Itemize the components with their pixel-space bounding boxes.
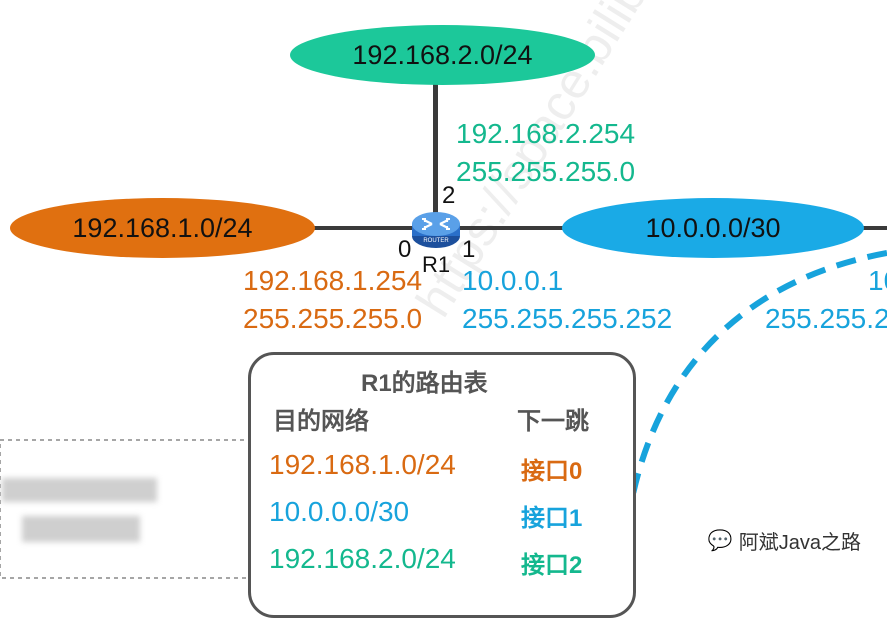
router-name: R1 <box>422 252 451 277</box>
brand-watermark: 💬 阿斌Java之路 <box>708 526 861 555</box>
link-left <box>310 226 420 230</box>
link-far-right <box>860 226 887 230</box>
if1-mask: 255.255.255.252 <box>462 303 673 334</box>
link-top <box>433 82 438 222</box>
table-row-1-network: 192.168.1.0/24 <box>269 449 456 480</box>
router-icon-text: ROUTER <box>423 238 449 244</box>
if2-ip: 192.168.2.254 <box>456 118 636 149</box>
link-right <box>455 226 570 230</box>
router-icon: ROUTER <box>410 210 462 250</box>
if1-ip: 10.0.0.1 <box>462 265 564 296</box>
brand-text: 阿斌Java之路 <box>738 532 861 554</box>
network-top: 192.168.2.0/24 <box>290 25 595 85</box>
network-left: 192.168.1.0/24 <box>10 198 315 258</box>
port-1-label: 1 <box>462 236 476 263</box>
right-partial-mask: 255.255.25 <box>765 303 887 334</box>
column-destination: 目的网络 <box>273 408 369 435</box>
redacted-block-1 <box>2 478 157 502</box>
wechat-icon: 💬 <box>707 530 733 552</box>
table-row-3-network: 192.168.2.0/24 <box>269 543 456 574</box>
redacted-block-2 <box>22 516 140 542</box>
if2-mask: 255.255.255.0 <box>456 156 636 187</box>
table-row-3-next-hop: 接口2 <box>521 552 583 579</box>
if0-ip: 192.168.1.254 <box>243 265 423 296</box>
table-row-2-network: 10.0.0.0/30 <box>269 496 410 527</box>
column-next-hop: 下一跳 <box>517 408 589 435</box>
table-row-1-next-hop: 接口0 <box>521 458 583 485</box>
table-row-2-next-hop: 接口1 <box>521 505 583 532</box>
routing-table: R1的路由表 目的网络 下一跳 192.168.1.0/24 接口0 10.0.… <box>248 352 636 618</box>
network-right: 10.0.0.0/30 <box>562 198 864 258</box>
routing-table-title: R1的路由表 <box>361 370 488 397</box>
port-0-label: 0 <box>398 236 412 263</box>
port-2-label: 2 <box>442 182 456 209</box>
right-partial-ip: 10 <box>868 265 887 296</box>
if0-mask: 255.255.255.0 <box>243 303 423 334</box>
